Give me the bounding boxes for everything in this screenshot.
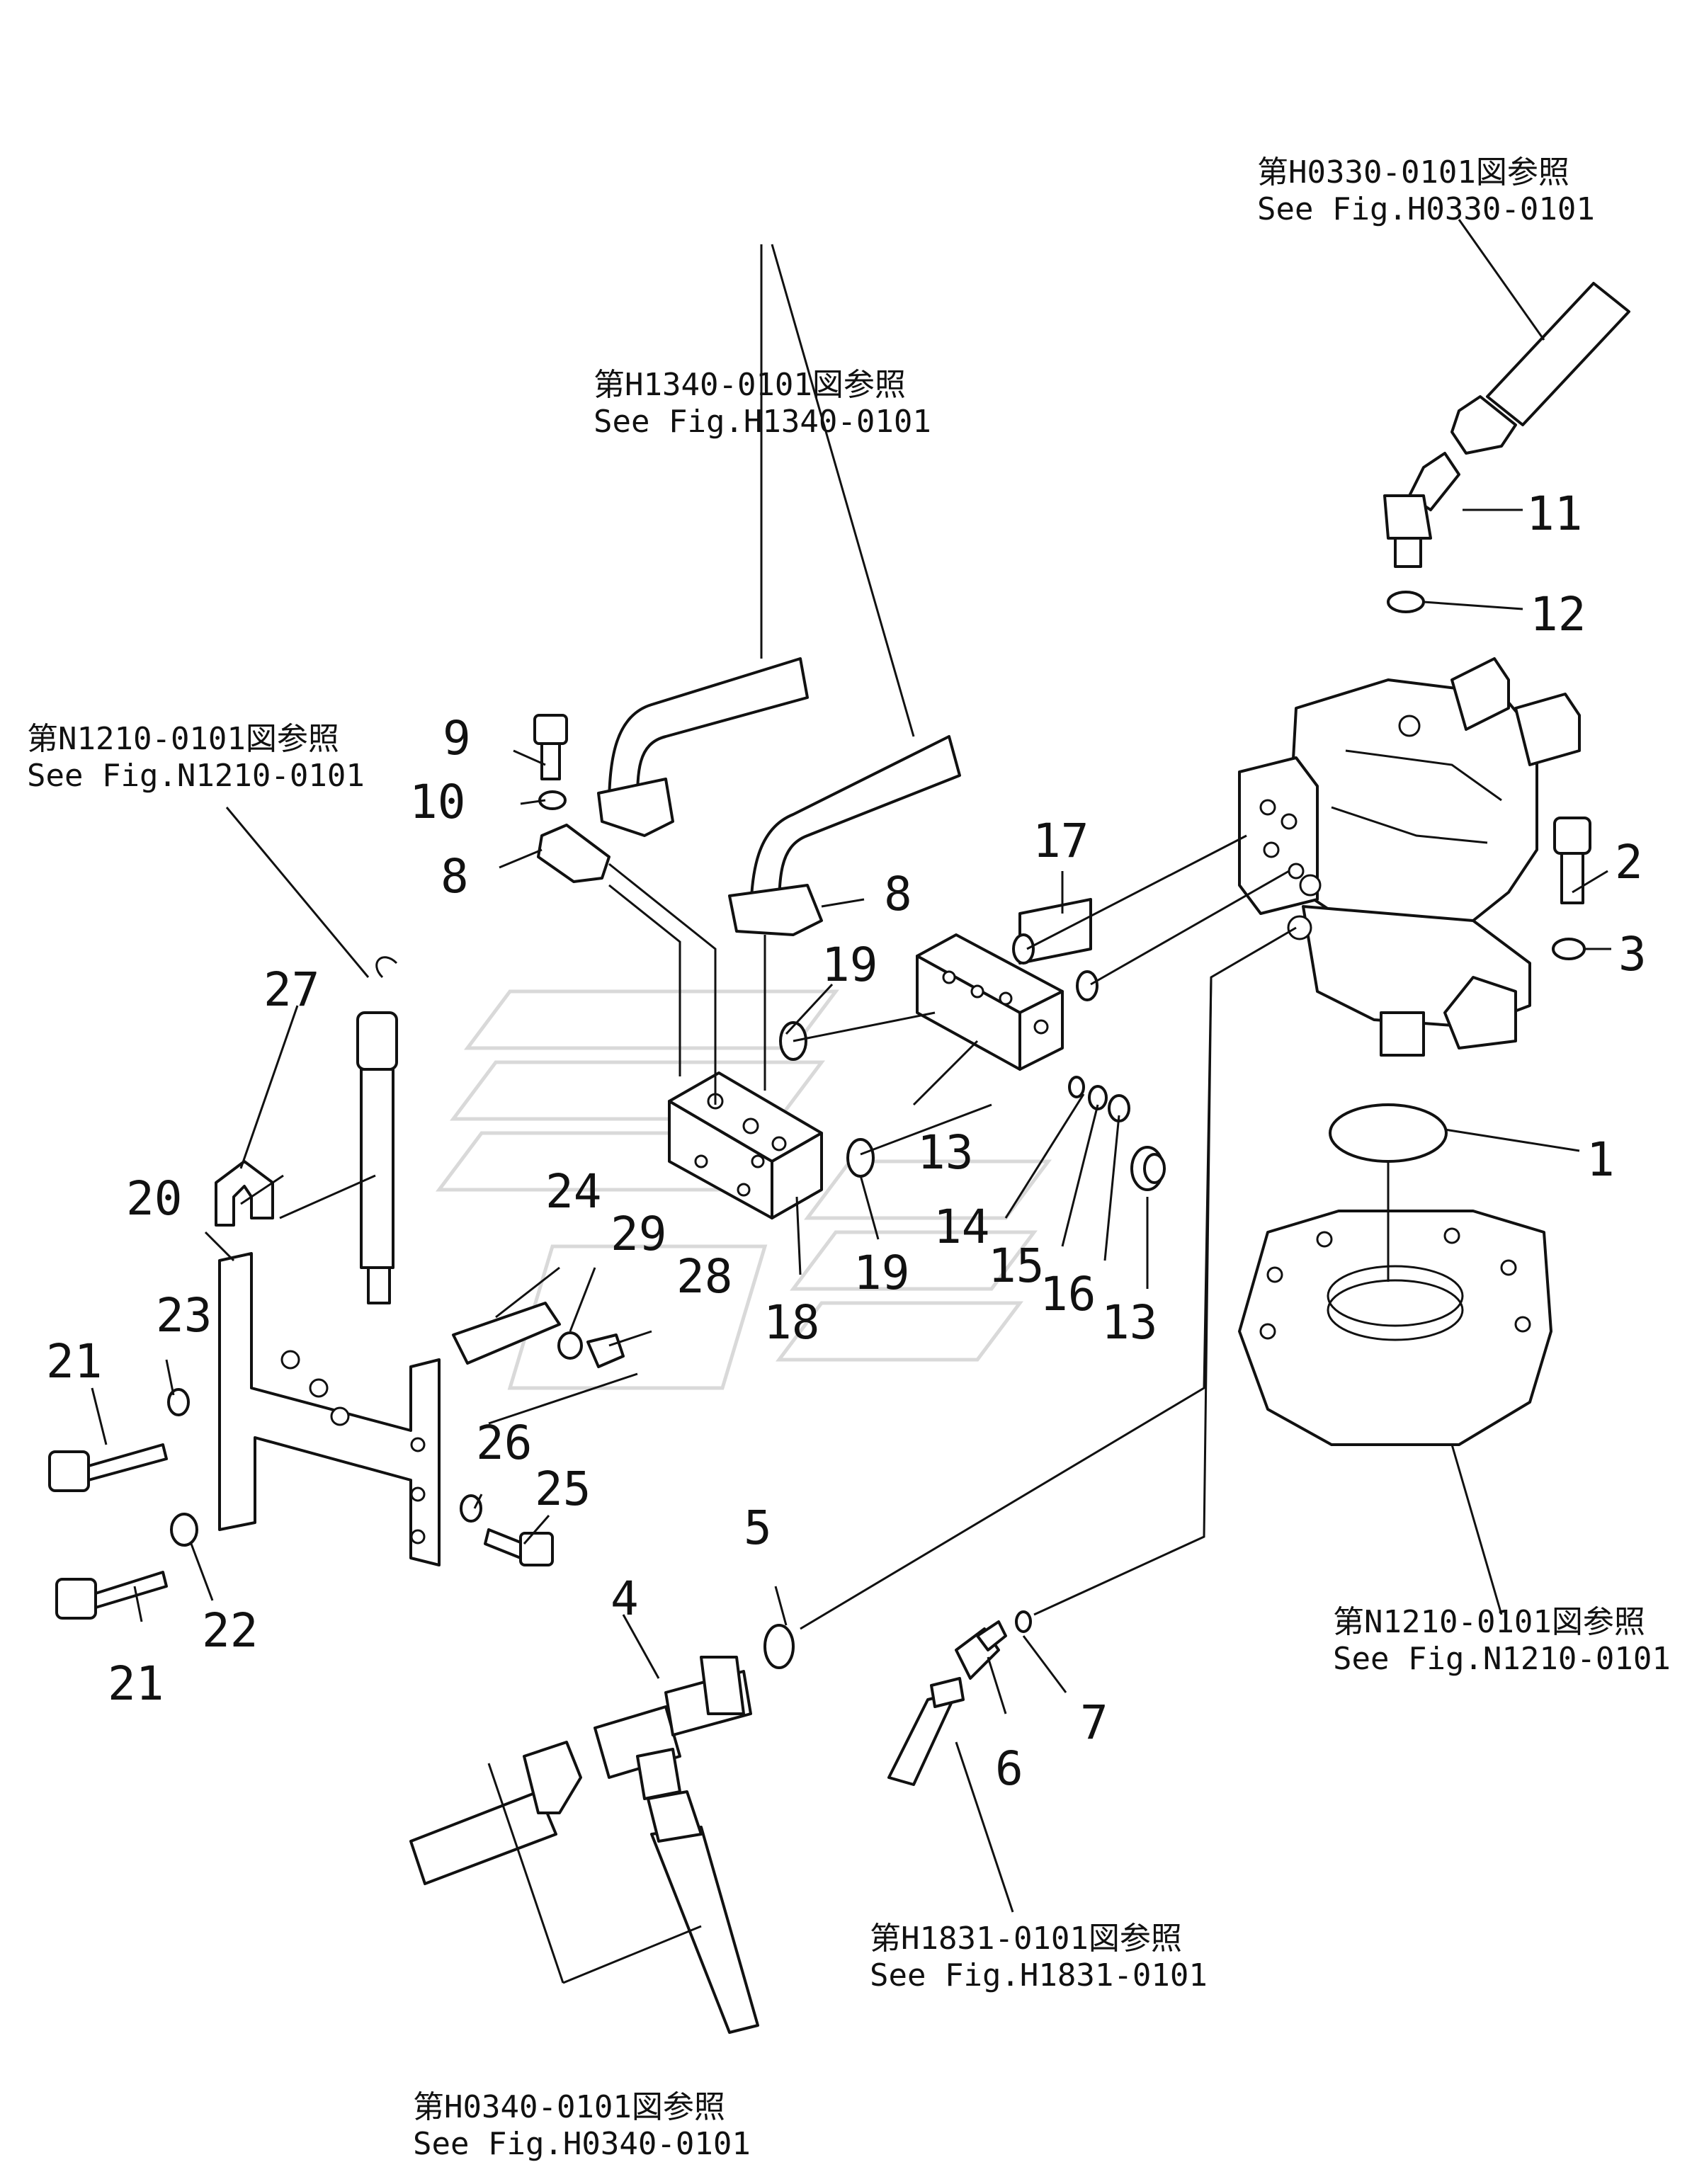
bar-24 xyxy=(452,1302,561,1365)
callout-26: 26 xyxy=(476,1416,532,1470)
reference-n1210-left: 第N1210-0101図参照 See Fig.N1210-0101 xyxy=(27,721,365,794)
o-ring-7 xyxy=(1015,1610,1032,1633)
housing-n1210 xyxy=(1238,1210,1552,1446)
plug-13 xyxy=(1130,1146,1166,1191)
o-ring-19b xyxy=(846,1138,875,1178)
split-flange-8 xyxy=(537,824,611,883)
callout-13b: 13 xyxy=(1101,1295,1157,1350)
reference-h0340: 第H0340-0101図参照 See Fig.H0340-0101 xyxy=(413,2089,751,2162)
reference-h1831: 第H1831-0101図参照 See Fig.H1831-0101 xyxy=(870,1921,1208,1994)
callout-5: 5 xyxy=(744,1501,772,1555)
manifold-block-13 xyxy=(916,933,1064,1071)
pin-27 xyxy=(356,956,398,1304)
reference-h0330-jp: 第H0330-0101図参照 xyxy=(1257,154,1569,190)
reference-h0330-en: See Fig.H0330-0101 xyxy=(1257,191,1595,227)
reference-h1340-en: See Fig.H1340-0101 xyxy=(594,404,931,440)
bolt-25 xyxy=(484,1528,554,1566)
hose-h1340-b xyxy=(728,735,961,936)
hose-h1340-a xyxy=(597,657,809,837)
elbow-fitting-11 xyxy=(1383,452,1460,568)
callout-1: 1 xyxy=(1586,1132,1615,1187)
o-ring-5 xyxy=(763,1624,795,1669)
fitting-6 xyxy=(955,1620,1007,1680)
callout-7: 7 xyxy=(1080,1695,1108,1750)
leader-lines xyxy=(91,219,1611,1984)
callout-15: 15 xyxy=(988,1239,1044,1293)
callout-21b: 21 xyxy=(108,1656,164,1711)
tee-fitting-4 xyxy=(594,1656,752,1800)
hose-h0340-b xyxy=(647,1790,759,2034)
reference-n1210-right-jp: 第N1210-0101図参照 xyxy=(1333,1604,1645,1640)
callout-21a: 21 xyxy=(46,1334,102,1389)
callout-23: 23 xyxy=(156,1288,212,1343)
o-ring-17a xyxy=(1012,933,1035,965)
u-bolt xyxy=(215,1160,274,1227)
hose-h0330 xyxy=(1450,282,1630,455)
callout-20: 20 xyxy=(126,1171,182,1226)
callout-6: 6 xyxy=(995,1741,1023,1796)
hose-h0340-a xyxy=(409,1741,582,1885)
reference-h1831-en: See Fig.H1831-0101 xyxy=(870,1957,1208,1994)
callout-27: 27 xyxy=(263,962,319,1017)
bolt-21b xyxy=(55,1571,168,1620)
washer-29 xyxy=(557,1331,583,1360)
callout-10: 10 xyxy=(409,775,465,829)
o-ring-17b xyxy=(1076,970,1098,1001)
reference-n1210-left-en: See Fig.N1210-0101 xyxy=(27,758,365,794)
bolt-21a xyxy=(48,1443,168,1492)
callout-2: 2 xyxy=(1615,835,1643,889)
o-ring-1 xyxy=(1329,1103,1448,1163)
callout-28: 28 xyxy=(676,1249,732,1304)
callout-18: 18 xyxy=(763,1295,819,1350)
callout-19b: 19 xyxy=(853,1246,909,1300)
callout-25: 25 xyxy=(535,1462,591,1516)
washer-3 xyxy=(1552,938,1586,960)
callout-13a: 13 xyxy=(917,1125,973,1180)
callouts: 1 2 3 4 5 6 7 8 8 9 10 11 12 13 13 14 15… xyxy=(46,487,1647,1796)
reference-h0330: 第H0330-0101図参照 See Fig.H0330-0101 xyxy=(1257,154,1595,227)
reference-h1831-jp: 第H1831-0101図参照 xyxy=(870,1921,1182,1957)
reference-n1210-left-jp: 第N1210-0101図参照 xyxy=(27,721,339,757)
washer-22 xyxy=(170,1513,198,1547)
reference-h0340-en: See Fig.H0340-0101 xyxy=(413,2126,751,2162)
callout-14: 14 xyxy=(933,1200,989,1254)
o-ring-14 xyxy=(1068,1076,1085,1098)
callout-3: 3 xyxy=(1618,927,1647,982)
reference-n1210-right-en: See Fig.N1210-0101 xyxy=(1333,1641,1671,1677)
o-ring-12 xyxy=(1387,591,1425,613)
swivel-joint-body xyxy=(1238,657,1581,1057)
callout-8a: 8 xyxy=(441,849,469,904)
mounting-plate-20 xyxy=(218,1252,441,1566)
hose-h1831 xyxy=(887,1677,965,1786)
reference-h0340-jp: 第H0340-0101図参照 xyxy=(413,2089,725,2125)
reference-n1210-right: 第N1210-0101図参照 See Fig.N1210-0101 xyxy=(1333,1604,1671,1677)
callout-9: 9 xyxy=(443,711,471,766)
callout-8b: 8 xyxy=(884,867,912,921)
callout-16: 16 xyxy=(1040,1267,1096,1321)
reference-h1340: 第H1340-0101図参照 See Fig.H1340-0101 xyxy=(594,367,931,440)
callout-17: 17 xyxy=(1033,814,1089,868)
washer-23 xyxy=(167,1388,190,1416)
callout-22: 22 xyxy=(202,1603,258,1658)
callout-19a: 19 xyxy=(822,938,878,992)
bolt-2 xyxy=(1553,817,1591,904)
nut-28 xyxy=(586,1333,625,1368)
callout-12: 12 xyxy=(1530,587,1586,642)
callout-4: 4 xyxy=(611,1571,639,1626)
callout-24: 24 xyxy=(545,1164,601,1219)
callout-11: 11 xyxy=(1526,487,1582,541)
callout-29: 29 xyxy=(611,1207,666,1261)
bolt-9 xyxy=(533,714,568,780)
washer-26 xyxy=(460,1494,482,1523)
reference-h1340-jp: 第H1340-0101図参照 xyxy=(594,367,906,403)
